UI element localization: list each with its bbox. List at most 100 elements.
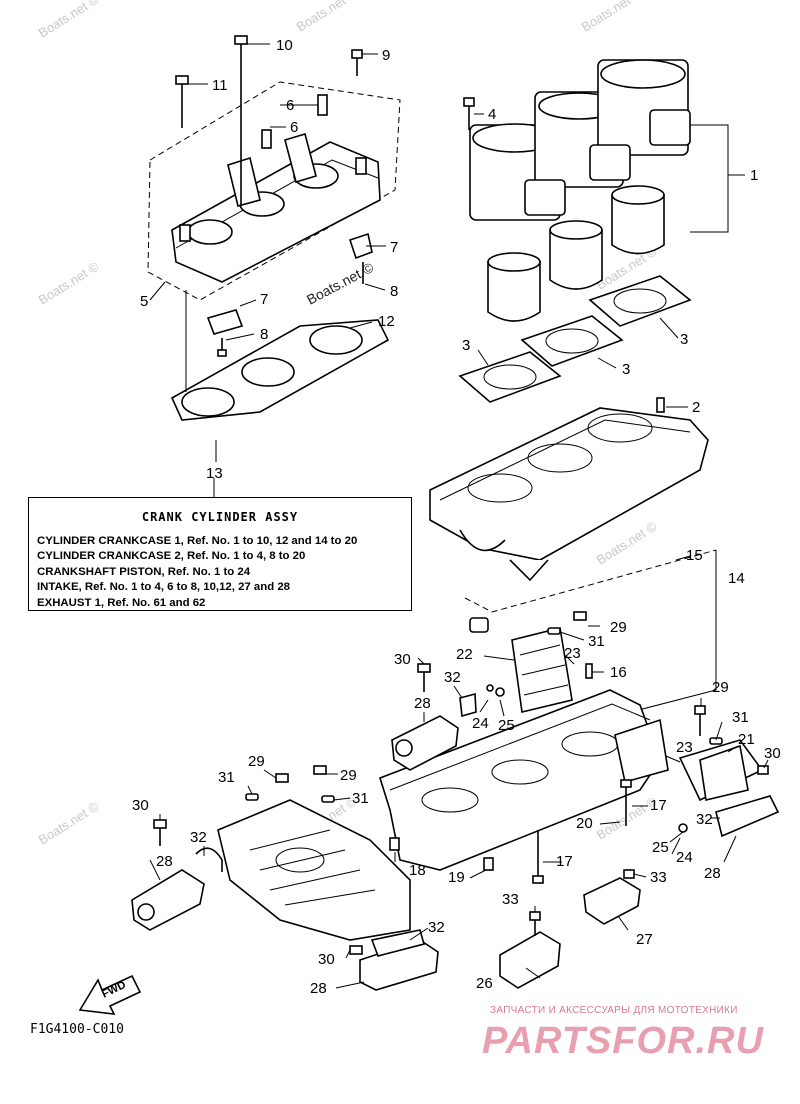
callout-24: 24 (676, 849, 693, 866)
assembly-line: CRANKSHAFT PISTON, Ref. No. 1 to 24 (37, 565, 251, 578)
callout-11: 11 (212, 77, 228, 94)
bolt-30-center (417, 663, 431, 692)
callout-9: 9 (382, 47, 390, 64)
callout-24: 24 (472, 715, 489, 732)
watermark: Boats.net © (579, 0, 645, 35)
callout-14: 14 (728, 570, 745, 587)
callout-28: 28 (156, 853, 173, 870)
callout-12: 12 (378, 313, 395, 330)
callout-8: 8 (260, 326, 268, 343)
callout-20: 20 (576, 815, 593, 832)
callout-3: 3 (462, 337, 470, 354)
callout-33: 33 (650, 869, 667, 886)
leader-lines (149, 43, 769, 989)
assembly-title: CRANK CYLINDER ASSY (141, 510, 299, 524)
callout-32: 32 (696, 811, 713, 828)
callout-3: 3 (622, 361, 630, 378)
callout-32: 32 (444, 669, 461, 686)
bolt-29-31-right (694, 705, 769, 775)
callout-19: 19 (448, 869, 465, 886)
callout-29: 29 (340, 767, 357, 784)
callout-30: 30 (764, 745, 781, 762)
hose-32 (195, 847, 223, 872)
mount-26 (499, 931, 561, 989)
watermark: Boats.net © (36, 0, 102, 41)
callout-7: 7 (390, 239, 398, 256)
dowel-2 (656, 397, 665, 413)
callout-16: 16 (610, 664, 627, 681)
bolt-17 (532, 779, 632, 884)
callout-31: 31 (588, 633, 605, 650)
bolt-11 (175, 75, 189, 128)
base-gasket (458, 275, 692, 403)
callout-13: 13 (206, 465, 223, 482)
callout-7: 7 (260, 291, 268, 308)
callout-30: 30 (318, 951, 335, 968)
assembly-line: INTAKE, Ref. No. 1 to 4, 6 to 8, 10,12, … (37, 581, 290, 594)
callout-23: 23 (676, 739, 693, 756)
bolt-4 (463, 97, 475, 130)
bolt-29-31-left (245, 765, 335, 803)
callout-29: 29 (248, 753, 265, 770)
callout-5: 5 (140, 293, 148, 310)
bolt-18-19 (389, 837, 494, 871)
callout-10: 10 (276, 37, 293, 54)
callout-6: 6 (286, 97, 294, 114)
callout-28: 28 (310, 980, 327, 997)
head-group-outline (147, 81, 401, 301)
head-gasket (170, 319, 390, 421)
brand-tagline: ЗАПЧАСТИ И АКСЕССУАРЫ ДЛЯ МОТОТЕХНИКИ (490, 1005, 738, 1016)
bracket-7 (206, 232, 373, 335)
callout-3: 3 (680, 331, 688, 348)
callout-25: 25 (498, 717, 515, 734)
cylinder-block (469, 59, 691, 221)
engine-mount-left (131, 869, 205, 931)
mount-27 (583, 877, 641, 925)
bolt-9 (351, 49, 363, 76)
assembly-reference-box: CRANK CYLINDER ASSY CYLINDER CRANKCASE 1… (28, 497, 412, 611)
bolt-29-31-center (547, 611, 587, 635)
watermark: Boats.net © (36, 799, 102, 848)
pin-16 (585, 663, 593, 679)
callout-18: 18 (409, 862, 426, 879)
callout-27: 27 (636, 931, 653, 948)
callout-33: 33 (502, 891, 519, 908)
crankcase-bracket-line (464, 549, 717, 613)
callouts: 1 2 3 3 3 4 5 6 6 7 7 8 8 9 10 11 12 13 … (132, 37, 781, 997)
watermark-dark: Boats.net © (304, 259, 377, 308)
callout-2: 2 (692, 399, 700, 416)
callout-25: 25 (652, 839, 669, 856)
engine-mount-right (678, 739, 780, 838)
callout-17: 17 (650, 797, 667, 814)
callout-15: 15 (686, 547, 703, 564)
lower-crankcase (379, 689, 669, 871)
watermark: Boats.net © (594, 519, 660, 568)
callout-32: 32 (190, 829, 207, 846)
bolt-8 (217, 262, 364, 357)
assembly-line: CYLINDER CRANKCASE 1, Ref. No. 1 to 10, … (37, 535, 358, 547)
piston (487, 185, 665, 322)
exhaust-manifold (217, 799, 411, 941)
diagram-code: F1G4100-C010 (30, 1022, 124, 1037)
callout-1: 1 (750, 167, 758, 184)
seal-15 (469, 617, 489, 633)
callout-31: 31 (732, 709, 749, 726)
callout-17: 17 (556, 853, 573, 870)
callout-23: 23 (564, 645, 581, 662)
callout-8: 8 (390, 283, 398, 300)
callout-30: 30 (394, 651, 411, 668)
assembly-line: EXHAUST 1, Ref. No. 61 and 62 (37, 596, 206, 609)
callout-28: 28 (704, 865, 721, 882)
callout-31: 31 (352, 790, 369, 807)
callout-22: 22 (456, 646, 473, 663)
engine-mount-front (359, 929, 439, 991)
callout-29: 29 (610, 619, 627, 636)
fwd-arrow-icon: FWD (78, 974, 142, 1015)
engine-mount-center (391, 692, 477, 771)
watermark: Boats.net © (36, 259, 102, 308)
brand-logo: PARTSFOR.RU (482, 1020, 764, 1062)
callout-26: 26 (476, 975, 493, 992)
callout-6: 6 (290, 119, 298, 136)
callout-28: 28 (414, 695, 431, 712)
